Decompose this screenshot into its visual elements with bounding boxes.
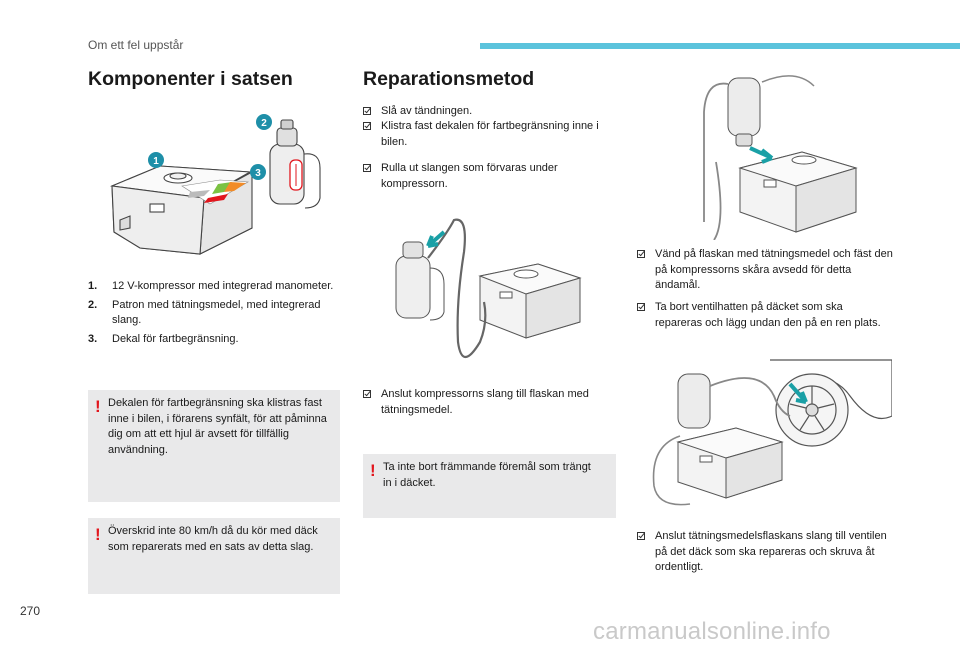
- callout-1: 1: [148, 152, 164, 168]
- kit-components-illustration: 1 2 3: [109, 114, 321, 255]
- checkbox-icon: [637, 303, 645, 311]
- checkbox-icon: [363, 122, 371, 130]
- components-heading: Komponenter i satsen: [88, 68, 293, 90]
- hose-line: [427, 218, 487, 359]
- step-text: Anslut kompressorns slang till flaskan m…: [381, 388, 589, 416]
- item-number: 3.: [88, 333, 98, 345]
- hose-line: [652, 435, 691, 506]
- item-text: Patron med tätningsmedel, med integrerad…: [112, 299, 321, 326]
- mount-bottle-illustration: [703, 75, 858, 240]
- checkbox-icon: [637, 532, 645, 540]
- section-label: Om ett fel uppstår: [88, 38, 184, 52]
- list-item: 2. Patron med tätningsmedel, med integrer…: [88, 298, 338, 328]
- bottle-drawing: [395, 241, 445, 321]
- item-text: 12 V-kompressor med integrerad manometer…: [112, 280, 334, 292]
- sticker-panel: [181, 179, 249, 205]
- notice-text: Överskrid inte 80 km/h då du kör med däc…: [108, 525, 318, 553]
- callout-2: 2: [256, 114, 272, 130]
- item-number: 1.: [88, 280, 98, 292]
- repair-method-heading: Reparationsmetod: [363, 68, 535, 90]
- list-item: 1. 12 V-kompressor med integrerad manomet…: [88, 279, 338, 294]
- notice-text: Ta inte bort främmande föremål som träng…: [383, 461, 591, 489]
- header-accent-bar: [480, 43, 960, 49]
- bottle-drawing: [727, 77, 761, 147]
- compressor-drawing: [738, 151, 858, 233]
- checkbox-icon: [363, 107, 371, 115]
- svg-text:1: 1: [153, 156, 159, 167]
- item-number: 2.: [88, 299, 98, 311]
- connect-tyre-illustration: [652, 359, 892, 506]
- sealant-bottle-drawing: [269, 119, 321, 209]
- warning-icon: !: [95, 525, 101, 544]
- checkbox-icon: [363, 164, 371, 172]
- step-text: Slå av tändningen.: [381, 105, 473, 117]
- svg-text:3: 3: [255, 168, 261, 179]
- connect-hose-illustration: [395, 218, 582, 359]
- bottle-drawing: [677, 373, 711, 429]
- notice-speed-limit: ! Överskrid inte 80 km/h då du kör med d…: [88, 518, 340, 594]
- step-text: Vänd på flaskan med tätningsmedel och fä…: [655, 248, 893, 291]
- hose-line: [709, 377, 791, 417]
- compressor-drawing: [676, 427, 784, 499]
- checkbox-icon: [637, 250, 645, 258]
- arrow-icon: [749, 146, 774, 164]
- hose-line: [703, 82, 729, 240]
- notice-foreign-objects: ! Ta inte bort främmande föremål som trä…: [363, 454, 616, 518]
- arrow-icon: [426, 230, 446, 248]
- arrow-icon: [788, 382, 808, 404]
- step-text: Klistra fast dekalen för fartbegränsning…: [381, 120, 599, 148]
- step-text: Ta bort ventilhatten på däcket som ska r…: [655, 301, 881, 329]
- page-number: 270: [20, 604, 41, 618]
- watermark-text: carmanualsonline.info: [593, 618, 831, 645]
- callout-3: 3: [250, 164, 266, 180]
- notice-text: Dekalen för fartbegränsning ska klistras…: [108, 397, 327, 456]
- warning-icon: !: [370, 461, 376, 480]
- notice-speed-sticker: ! Dekalen för fartbegränsning ska klistr…: [88, 390, 340, 502]
- item-text: Dekal för fartbegränsning.: [112, 333, 239, 345]
- svg-text:2: 2: [261, 118, 267, 129]
- list-item: 3. Dekal för fartbegränsning.: [88, 332, 338, 347]
- compressor-drawing: [109, 165, 253, 255]
- component-list: 1. 12 V-kompressor med integrerad manomet…: [88, 279, 338, 351]
- step-text: Anslut tätningsmedelsflaskans slang till…: [655, 530, 887, 573]
- warning-icon: !: [95, 397, 101, 416]
- hose-line: [761, 75, 815, 87]
- step-text: Rulla ut slangen som förvaras under komp…: [381, 162, 558, 190]
- checkbox-icon: [363, 390, 371, 398]
- wheel-drawing: [770, 359, 892, 447]
